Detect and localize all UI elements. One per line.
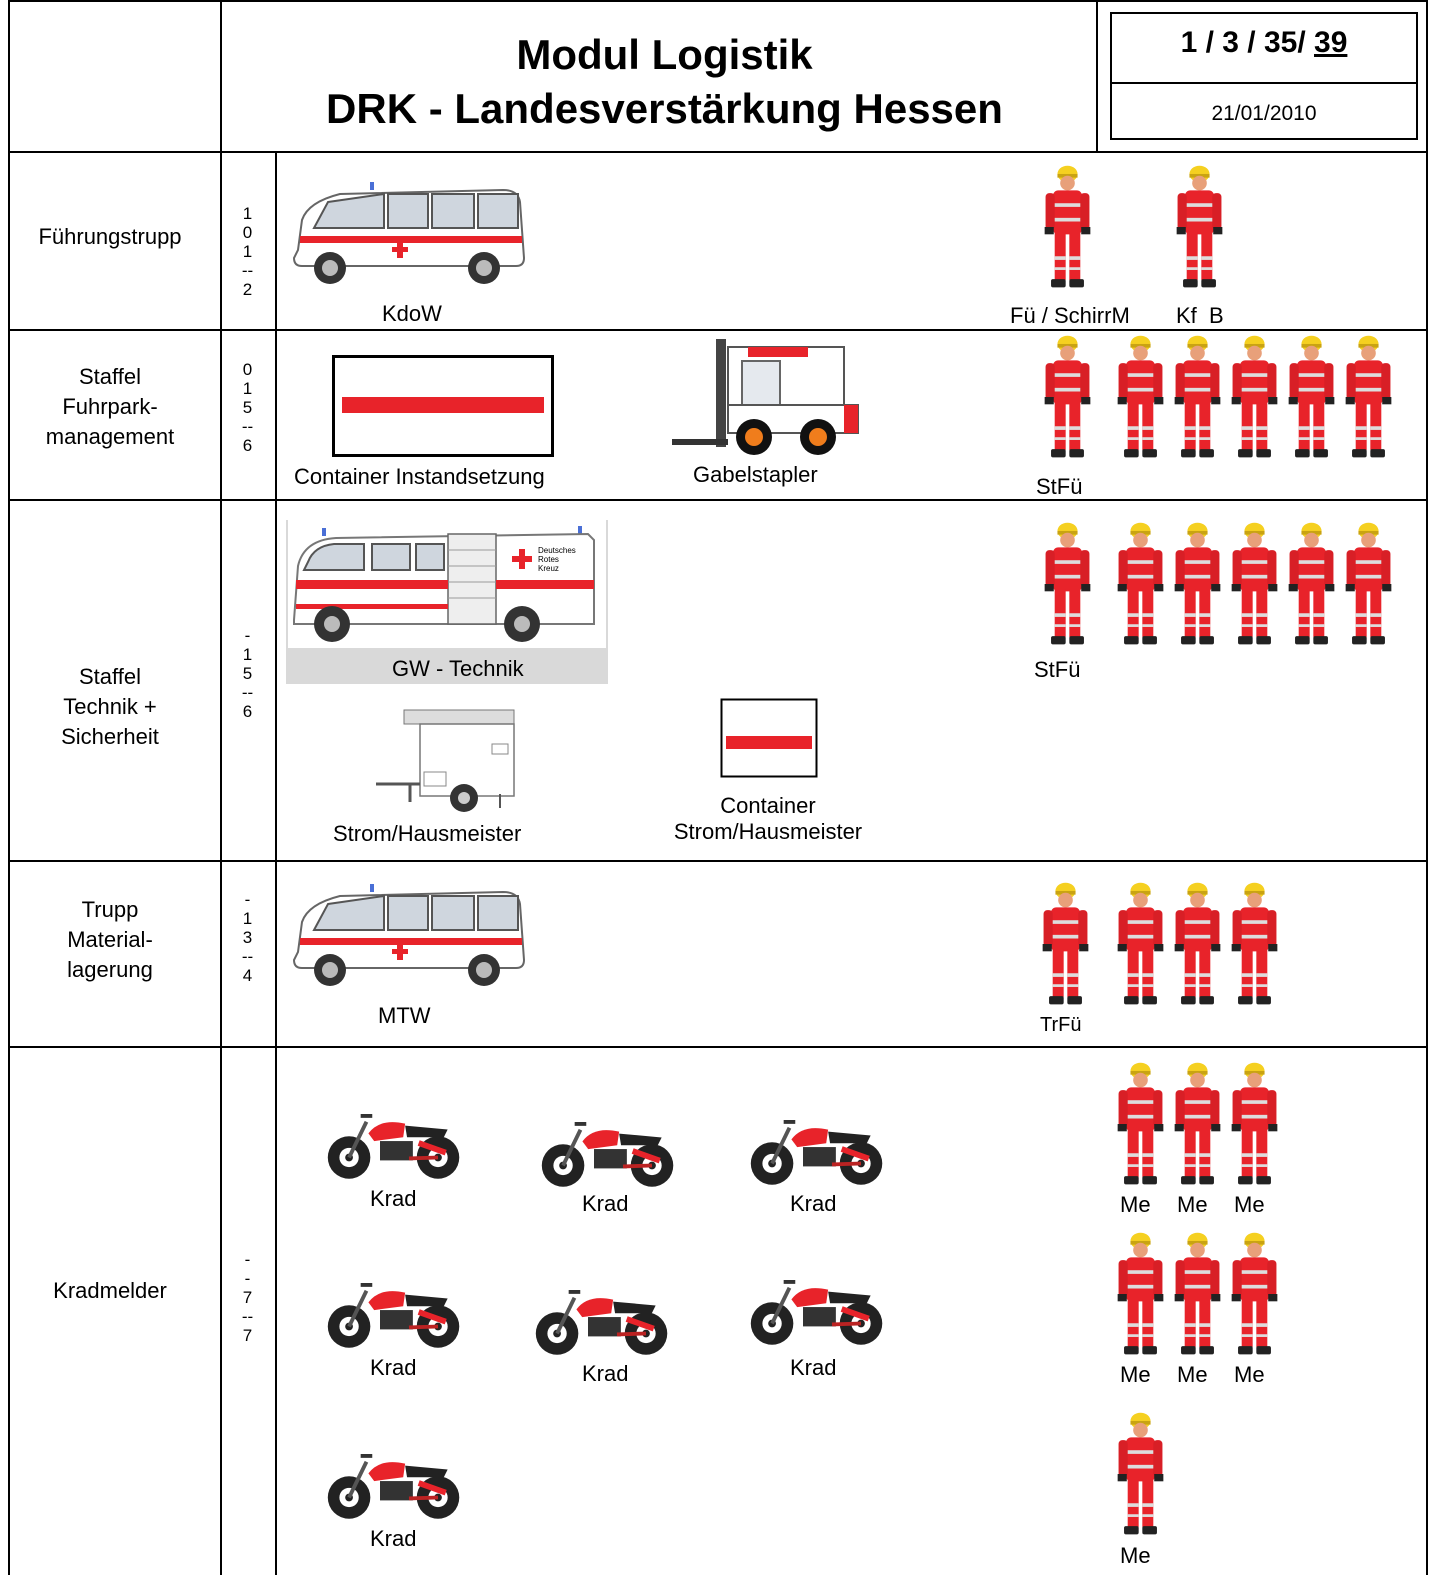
border-right [1426,0,1428,1575]
col-divider-1 [220,0,222,1575]
forklift-icon [672,339,859,455]
person-icon [1038,880,1093,1008]
row-strength-1: 1 0 1 -- 2 [241,204,254,299]
title-line-1: Modul Logistik [516,31,813,78]
vehicle-label-gabelstapler: Gabelstapler [693,462,818,487]
personnel-label-me: Me [1177,1362,1208,1387]
person-icon [1170,1060,1225,1188]
motorcycle-icon [745,1110,890,1188]
row-strength-3: - 1 5 -- 6 [241,626,254,721]
border-left [8,0,10,1575]
person-icon [1284,333,1339,461]
motorcycle-icon [530,1280,675,1358]
row-strength-2: 0 1 5 -- 6 [241,360,254,455]
vehicle-label-krad: Krad [790,1355,837,1380]
row-strength-5: - - 7 -- 7 [241,1250,254,1345]
person-icon [1113,1230,1168,1358]
personnel-label-trfue: TrFü [1040,1014,1082,1036]
person-icon [1170,333,1225,461]
truck-marking-1: Deutsches [538,546,576,555]
vehicle-label-gw-technik: GW - Technik [392,656,524,681]
row-line-3 [8,499,1428,501]
person-icon [1284,520,1339,648]
person-icon [1113,1410,1168,1538]
person-icon [1341,333,1396,461]
motorcycle-icon [322,1444,467,1522]
truck-icon: Deutsches Rotes Kreuz [288,520,606,648]
person-icon [1227,333,1282,461]
vehicle-label-kdow: KdoW [382,301,442,326]
personnel-label-me: Me [1120,1362,1151,1387]
motorcycle-icon [745,1270,890,1348]
vehicle-label-krad: Krad [790,1191,837,1216]
truck-marking-2: Rotes [538,555,559,564]
container-icon [720,698,818,778]
person-icon [1040,333,1095,461]
personnel-label-stfue: StFü [1034,657,1081,682]
motorcycle-icon [322,1273,467,1351]
personnel-label-me: Me [1177,1192,1208,1217]
personnel-label-stfue: StFü [1036,474,1083,499]
person-icon [1113,1060,1168,1188]
personnel-label-me: Me [1120,1543,1151,1568]
vehicle-label-krad: Krad [370,1355,417,1380]
title-line-2: DRK - Landesverstärkung Hessen [326,85,1003,132]
personnel-label-me: Me [1234,1192,1265,1217]
person-icon [1040,520,1095,648]
row-name-fuehrungstrupp: Führungstrupp [38,224,182,249]
van-icon [288,180,528,290]
personnel-label-me: Me [1120,1192,1151,1217]
module-code: 1 / 3 / 35/ 39 [1112,26,1416,60]
person-icon [1170,1230,1225,1358]
row-line-1 [8,151,1428,153]
code-box: 1 / 3 / 35/ 39 21/01/2010 [1110,12,1418,140]
vehicle-label-krad: Krad [370,1186,417,1211]
vehicle-label-krad: Krad [370,1526,417,1551]
row-name-technik-sicherheit: Staffel Technik + Sicherheit [61,664,159,749]
motorcycle-icon [536,1112,681,1190]
person-icon [1170,520,1225,648]
person-icon [1113,520,1168,648]
person-icon [1040,163,1095,291]
row-strength-4: - 1 3 -- 4 [241,890,254,985]
row-line-5 [8,1046,1428,1048]
person-icon [1227,1230,1282,1358]
trailer-icon [376,709,515,812]
person-icon [1113,333,1168,461]
motorcycle-icon [322,1104,467,1182]
row-name-fuhrparkmanagement: Staffel Fuhrpark- management [45,364,175,449]
header-divider [1096,0,1098,152]
row-name-materiallagerung: Trupp Material- lagerung [67,897,153,982]
personnel-label-fue-schirrm: Fü / SchirrM [1010,303,1130,328]
person-icon [1227,520,1282,648]
vehicle-label-mtw: MTW [378,1003,431,1028]
row-line-2 [8,329,1428,331]
truck-marking-3: Kreuz [538,564,559,573]
module-code-prefix: 1 / 3 / 35/ [1180,26,1315,59]
person-icon [1172,163,1227,291]
person-icon [1170,880,1225,1008]
container-icon [332,355,554,457]
code-box-divider [1112,82,1416,84]
vehicle-label-container-strom-hausmeister: Container Strom/Hausmeister [673,793,863,844]
vehicle-label-strom-hausmeister: Strom/Hausmeister [333,821,522,846]
col-divider-2 [275,152,277,1575]
document-date: 21/01/2010 [1211,102,1317,125]
vehicle-label-container-instandsetzung: Container Instandsetzung [294,464,545,489]
van-icon [288,882,528,992]
personnel-label-me: Me [1234,1362,1265,1387]
border-top [8,0,1428,2]
person-icon [1341,520,1396,648]
vehicle-label-krad: Krad [582,1361,629,1386]
person-icon [1227,1060,1282,1188]
person-icon [1227,880,1282,1008]
person-icon [1113,880,1168,1008]
vehicle-label-krad: Krad [582,1191,629,1216]
row-name-kradmelder: Kradmelder [53,1278,167,1303]
module-code-total: 39 [1314,26,1348,59]
personnel-label-kf-b: Kf B [1176,303,1224,328]
row-line-4 [8,860,1428,862]
